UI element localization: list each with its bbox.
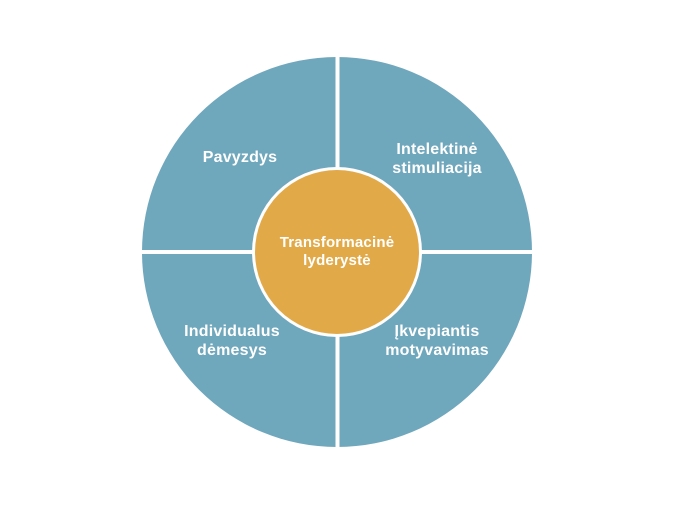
center-label: Transformacinė lyderystė xyxy=(280,234,395,269)
quadrant-label-top-left: Pavyzdys xyxy=(203,149,278,166)
quadrant-label-top-left-line1: Pavyzdys xyxy=(203,149,278,166)
center-label-line2: lyderystė xyxy=(303,252,371,269)
center-label-line1: Transformacinė xyxy=(280,234,395,251)
center-circle xyxy=(255,170,419,334)
quadrant-label-top-right: Intelektinė stimuliacija xyxy=(392,141,482,177)
quadrant-label-bottom-right: Įkvepiantis motyvavimas xyxy=(385,323,489,359)
quadrant-label-bottom-left-line1: Individualus xyxy=(184,323,280,340)
quadrant-label-bottom-right-line2: motyvavimas xyxy=(385,342,489,359)
quadrant-label-top-right-line1: Intelektinė xyxy=(396,141,477,158)
quadrant-label-bottom-left-line2: dėmesys xyxy=(197,342,267,359)
quadrant-label-bottom-left: Individualus dėmesys xyxy=(184,323,280,359)
quadrant-label-top-right-line2: stimuliacija xyxy=(392,160,482,177)
quadrant-label-bottom-right-line1: Įkvepiantis xyxy=(395,323,480,340)
